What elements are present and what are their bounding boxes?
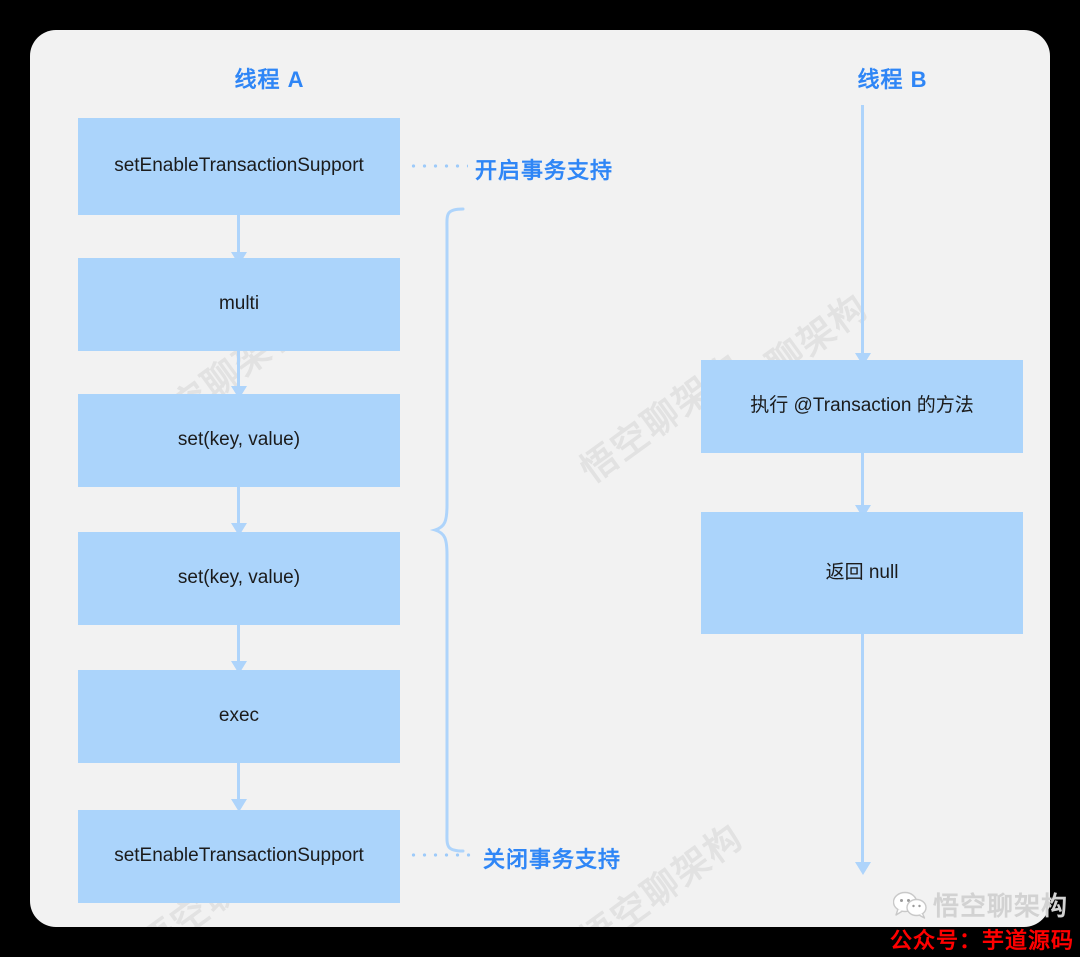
node-multi[interactable]: multi (78, 258, 400, 351)
connector-line (237, 625, 240, 664)
connector-line (237, 763, 240, 802)
connector-arrow (231, 799, 247, 812)
connector-arrow (855, 862, 871, 875)
brand-row: 悟空聊架构 (892, 886, 1080, 923)
official-account-label: 公众号：芋道源码 (889, 928, 1074, 953)
callout-dotted-line (408, 164, 468, 168)
node-exec[interactable]: exec (78, 670, 400, 763)
node-set-enable-on[interactable]: setEnableTransactionSupport (78, 118, 400, 215)
footer-branding: 悟空聊架构 公众号：芋道源码 (890, 886, 1080, 957)
grouping-brace (429, 207, 465, 853)
callout-enable-support: 开启事务支持 (475, 158, 614, 183)
node-set-enable-off[interactable]: setEnableTransactionSupport (78, 810, 400, 903)
connector-line (861, 105, 864, 358)
connector-line (861, 634, 864, 866)
wechat-icon (892, 891, 927, 919)
node-return-null[interactable]: 返回 null (701, 512, 1023, 634)
callout-disable-support: 关闭事务支持 (483, 847, 622, 872)
column-title-thread-a: 线程 A (234, 67, 305, 92)
column-title-thread-b: 线程 B (857, 67, 928, 92)
brand-name: 悟空聊架构 (932, 891, 1068, 921)
node-set-2[interactable]: set(key, value) (78, 532, 400, 625)
diagram-panel: 悟空聊架构 悟空聊架构 悟空聊架构 悟空聊架构 悟空聊架构 线程 A 线程 B … (30, 30, 1050, 927)
connector-line (237, 351, 240, 390)
connector-line (861, 453, 864, 509)
callout-dotted-line (408, 853, 476, 857)
node-invoke-transaction[interactable]: 执行 @Transaction 的方法 (701, 360, 1023, 453)
node-set-1[interactable]: set(key, value) (78, 394, 400, 487)
connector-line (237, 215, 240, 256)
connector-line (237, 487, 240, 526)
